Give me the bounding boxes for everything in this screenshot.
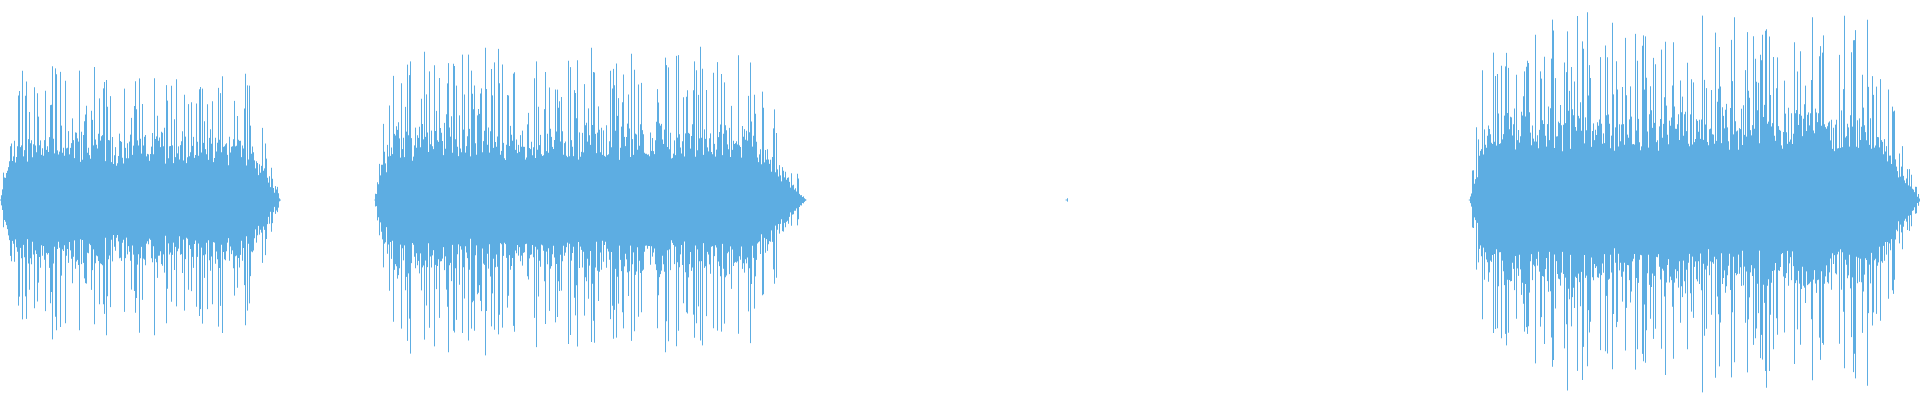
waveform-segment-3	[1065, 198, 1068, 202]
waveform-segments	[0, 12, 1920, 393]
waveform-segment-1	[0, 66, 281, 340]
waveform-segment-2	[374, 46, 807, 356]
waveform-segment-4	[1468, 12, 1920, 393]
